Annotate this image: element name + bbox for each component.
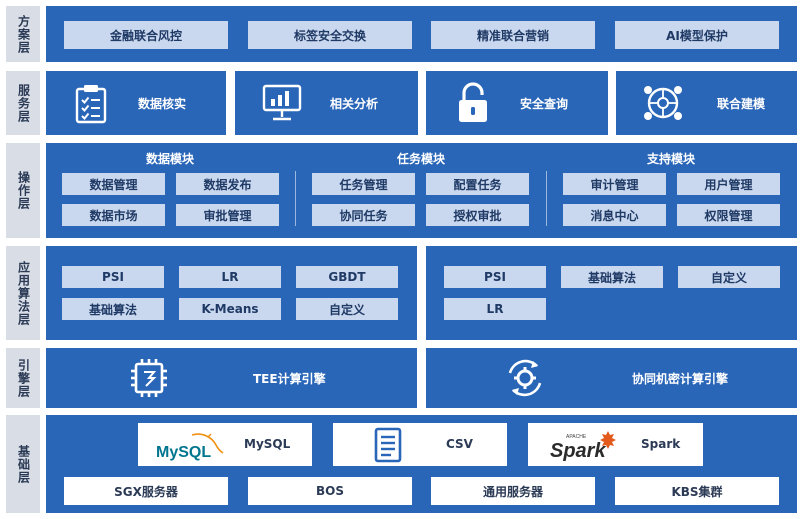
module-divider — [295, 171, 296, 226]
layer-label-base: 基础层 — [6, 415, 40, 513]
layer-label-service: 服务层 — [6, 71, 40, 135]
op-item-collab-task: 协同任务 — [312, 204, 415, 226]
service-box-data-verify — [46, 71, 226, 135]
source-csv-label: CSV — [446, 437, 473, 451]
source-mysql — [138, 423, 312, 466]
algo-left-gbdt: GBDT — [296, 266, 398, 288]
engine-band-tee — [46, 348, 417, 408]
engine-label-tee: TEE计算引擎 — [253, 372, 326, 386]
op-item-audit-manage: 审计管理 — [563, 173, 666, 195]
service-label-data-verify: 数据核实 — [138, 97, 187, 111]
op-item-data-market: 数据市场 — [62, 204, 165, 226]
solution-item-ai-protection: AI模型保护 — [615, 21, 779, 49]
algo-left-psi: PSI — [62, 266, 164, 288]
solution-item-tag-exchange: 标签安全交换 — [248, 21, 412, 49]
algo-left-kmeans: K-Means — [179, 298, 281, 320]
clipboard-checklist-icon — [75, 85, 107, 124]
infra-general-server: 通用服务器 — [431, 477, 595, 505]
solution-item-marketing: 精准联合营销 — [431, 21, 595, 49]
spark-logo: APACHE Spark — [550, 431, 616, 462]
source-mysql-label: MySQL — [244, 437, 291, 451]
module-title-data: 数据模块 — [145, 152, 194, 166]
op-item-permission-manage: 权限管理 — [677, 204, 780, 226]
layer-label-operation: 操作层 — [6, 143, 40, 238]
monitor-chart-icon — [262, 84, 302, 121]
infra-sgx-server: SGX服务器 — [64, 477, 228, 505]
document-file-icon — [374, 427, 402, 463]
module-divider — [546, 171, 547, 226]
source-spark — [528, 423, 703, 466]
engine-label-collab: 协同机密计算引擎 — [632, 372, 729, 386]
source-spark-label: Spark — [641, 437, 681, 451]
engine-band-collab — [426, 348, 797, 408]
algo-left-custom: 自定义 — [296, 298, 398, 320]
mysql-logo: MySQL — [156, 433, 224, 461]
op-item-config-task: 配置任务 — [426, 173, 529, 195]
source-csv — [333, 423, 507, 466]
spark-logo-small-text: APACHE — [566, 434, 587, 440]
padlock-icon — [459, 82, 487, 122]
op-item-user-manage: 用户管理 — [677, 173, 780, 195]
module-title-support: 支持模块 — [646, 152, 695, 166]
op-item-message-center: 消息中心 — [563, 204, 666, 226]
operation-band — [46, 143, 797, 238]
module-title-task: 任务模块 — [396, 152, 445, 166]
op-item-auth-approval: 授权审批 — [426, 204, 529, 226]
service-box-secure-query — [426, 71, 608, 135]
algo-left-basic: 基础算法 — [62, 298, 164, 320]
algo-right-custom: 自定义 — [678, 266, 780, 288]
service-box-joint-model — [616, 71, 797, 135]
layer-label-solution: 方案层 — [6, 6, 40, 62]
service-box-correlation — [235, 71, 418, 135]
service-label-correlation: 相关分析 — [330, 97, 379, 111]
op-item-data-publish: 数据发布 — [176, 173, 279, 195]
algo-right-psi: PSI — [444, 266, 546, 288]
network-globe-icon — [644, 86, 682, 120]
layer-label-engine: 引擎层 — [6, 348, 40, 408]
op-item-approval-manage: 审批管理 — [176, 204, 279, 226]
algorithm-band-left — [46, 246, 417, 340]
algo-right-lr: LR — [444, 298, 546, 320]
layer-label-algorithm: 应用算法层 — [6, 246, 40, 340]
service-label-secure-query: 安全查询 — [520, 97, 569, 111]
solution-item-risk-control: 金融联合风控 — [64, 21, 228, 49]
op-item-task-manage: 任务管理 — [312, 173, 415, 195]
infra-bos: BOS — [248, 477, 412, 505]
gear-sync-icon — [508, 359, 542, 397]
algorithm-band-right — [426, 246, 797, 340]
spark-logo-text: Spark — [550, 440, 606, 462]
service-label-joint-model: 联合建模 — [717, 97, 766, 111]
chip-processor-icon — [131, 359, 167, 397]
algo-right-basic: 基础算法 — [561, 266, 663, 288]
op-item-data-manage: 数据管理 — [62, 173, 165, 195]
mysql-logo-text: MySQL — [156, 444, 211, 461]
algo-left-lr: LR — [179, 266, 281, 288]
infra-kbs-cluster: KBS集群 — [615, 477, 779, 505]
